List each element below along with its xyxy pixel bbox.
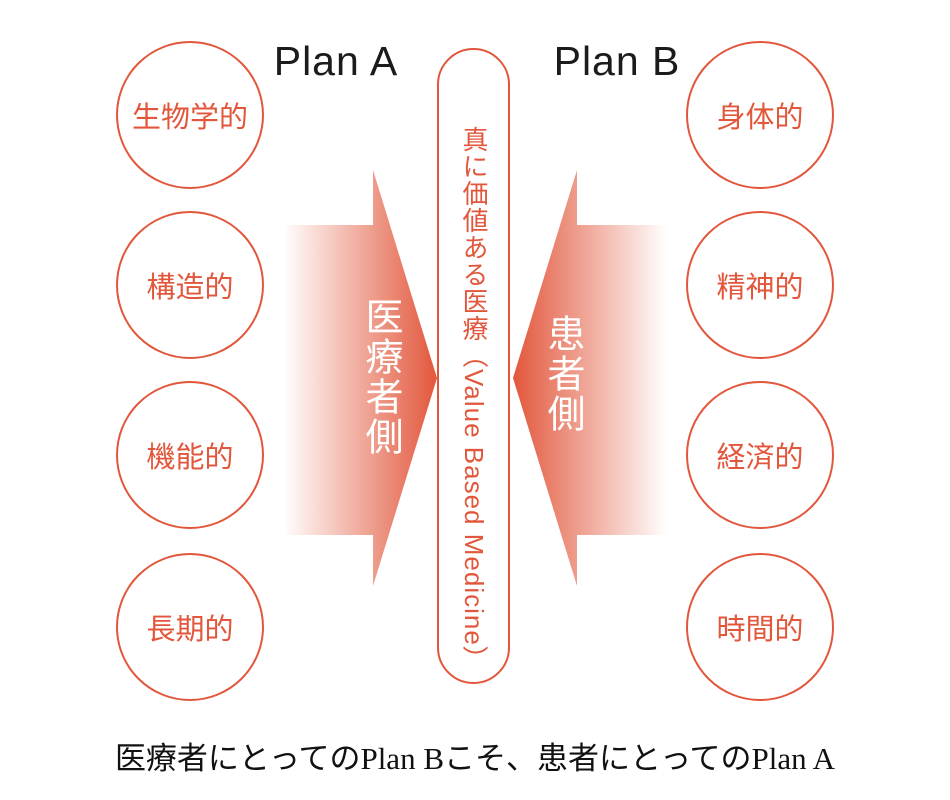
circle-longterm bbox=[116, 553, 264, 701]
circle-biological bbox=[116, 41, 264, 189]
center-pill-shape bbox=[437, 48, 510, 684]
provider-arrow-label: 医療者側 bbox=[359, 297, 401, 457]
plan-b-title: Plan B bbox=[553, 38, 681, 84]
provider-arrow-shape bbox=[283, 170, 437, 586]
center-pill-label: 真に価値ある医療（Value Based Medicine） bbox=[459, 126, 489, 673]
circle-temporal bbox=[686, 553, 834, 701]
circle-longterm-label: 長期的 bbox=[146, 614, 234, 646]
plan-a-title: Plan A bbox=[273, 38, 399, 84]
circle-functional bbox=[116, 381, 264, 529]
circle-structural bbox=[116, 211, 264, 359]
bottom-caption: 医療者にとってのPlan Bこそ、患者にとってのPlan A bbox=[114, 741, 836, 776]
circle-physical-label: 身体的 bbox=[716, 102, 804, 134]
patient-arrow-shape bbox=[513, 170, 667, 586]
patient-arrow-label: 患者側 bbox=[541, 314, 583, 434]
circle-economic-label: 経済的 bbox=[716, 442, 804, 474]
circle-temporal-label: 時間的 bbox=[716, 614, 804, 646]
circle-economic bbox=[686, 381, 834, 529]
circle-mental-label: 精神的 bbox=[716, 272, 804, 304]
circle-physical bbox=[686, 41, 834, 189]
circle-biological-label: 生物学的 bbox=[131, 102, 249, 134]
circle-mental bbox=[686, 211, 834, 359]
circle-structural-label: 構造的 bbox=[146, 272, 234, 304]
circle-functional-label: 機能的 bbox=[146, 442, 234, 474]
